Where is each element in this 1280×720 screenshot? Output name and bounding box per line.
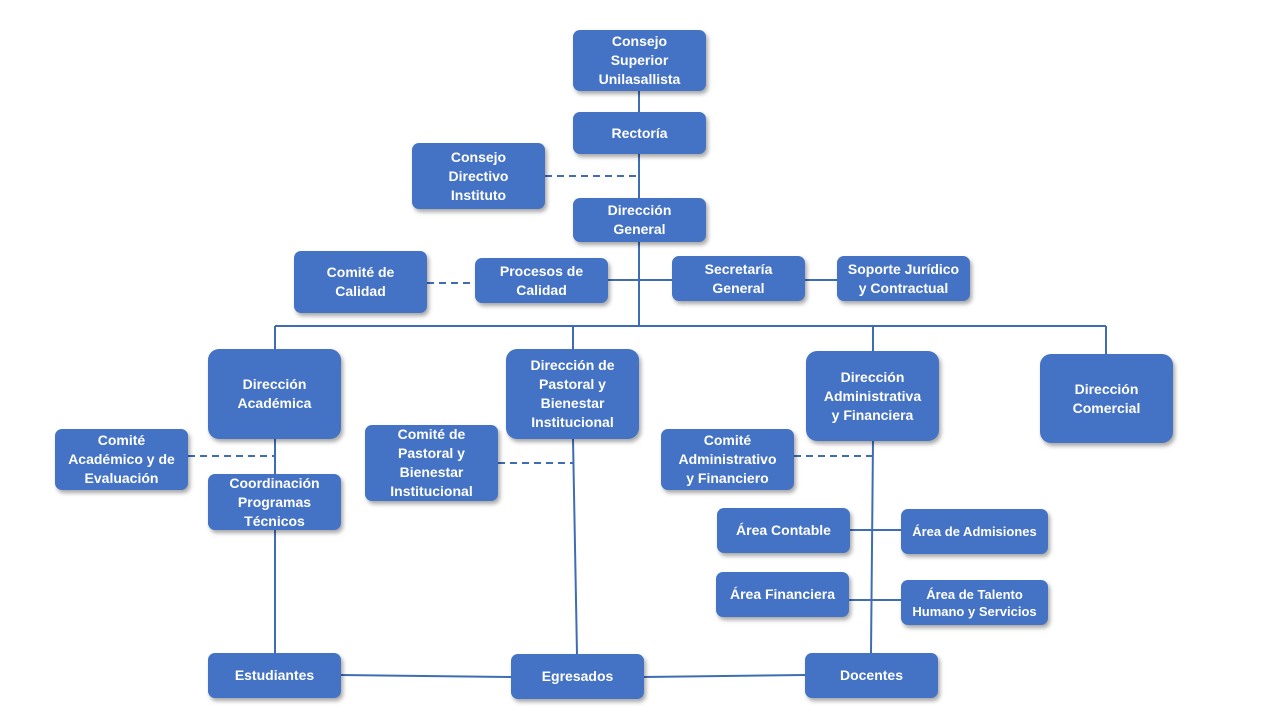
- node-label: Área Contable: [736, 522, 831, 538]
- node-area-contable: Área Contable: [717, 508, 850, 553]
- node-label: Comité Administrativo y Financiero: [678, 432, 777, 486]
- node-label: Rectoría: [611, 124, 668, 141]
- node-direccion-administrativa: Dirección Administrativa y Financiera: [806, 351, 939, 441]
- node-label: Estudiantes: [234, 667, 315, 683]
- node-area-financiera: Área Financiera: [716, 572, 849, 617]
- node-label: Coordinación Programas Técnicos: [229, 474, 320, 529]
- node-label: Dirección Administrativa y Financiera: [823, 368, 922, 423]
- node-comite-academico: Comité Académico y de Evaluación: [55, 429, 188, 490]
- node-label: Dirección de Pastoral y Bienestar Instit…: [530, 357, 615, 430]
- node-direccion-pastoral: Dirección de Pastoral y Bienestar Instit…: [506, 349, 639, 439]
- node-secretaria-general: Secretaría General: [672, 256, 805, 301]
- line-estudiantes-egresados: [340, 674, 512, 678]
- node-comite-administrativo: Comité Administrativo y Financiero: [661, 429, 794, 490]
- node-label: Dirección Académica: [237, 376, 312, 411]
- line-administrativa-docentes: [870, 440, 874, 654]
- node-soporte-juridico: Soporte Jurídico y Contractual: [837, 256, 970, 301]
- line-egresados-docentes: [643, 674, 806, 678]
- line-pastoral-egresados: [572, 438, 578, 655]
- node-consejo-directivo: Consejo Directivo Instituto: [412, 143, 545, 209]
- node-label: Comité de Calidad: [326, 264, 395, 299]
- node-procesos-calidad: Procesos de Calidad: [475, 258, 608, 303]
- node-label: Procesos de Calidad: [499, 262, 584, 298]
- node-direccion-academica: Dirección Académica: [208, 349, 341, 439]
- node-label: Área de Admisiones: [912, 524, 1037, 539]
- node-direccion-general: Dirección General: [573, 198, 706, 242]
- node-egresados: Egresados: [511, 654, 644, 699]
- node-label: Consejo Directivo Instituto: [448, 148, 509, 203]
- node-rectoria: Rectoría: [573, 112, 706, 154]
- node-label: Secretaría General: [704, 260, 773, 296]
- node-label: Consejo Superior Unilasallista: [598, 33, 681, 87]
- node-direccion-comercial: Dirección Comercial: [1040, 354, 1173, 443]
- node-area-admisiones: Área de Admisiones: [901, 509, 1048, 554]
- node-comite-pastoral: Comité de Pastoral y Bienestar Instituci…: [365, 425, 498, 501]
- node-coordinacion-programas: Coordinación Programas Técnicos: [208, 474, 341, 530]
- node-area-talento: Área de Talento Humano y Servicios: [901, 580, 1048, 625]
- node-label: Dirección Comercial: [1072, 380, 1141, 416]
- node-label: Área de Talento Humano y Servicios: [912, 586, 1037, 619]
- node-label: Soporte Jurídico y Contractual: [847, 260, 960, 296]
- node-docentes: Docentes: [805, 653, 938, 698]
- node-label: Área Financiera: [729, 586, 836, 602]
- node-comite-calidad: Comité de Calidad: [294, 251, 427, 313]
- node-label: Egresados: [541, 668, 614, 684]
- node-label: Docentes: [839, 667, 904, 683]
- node-label: Dirección General: [607, 202, 672, 237]
- node-label: Comité Académico y de Evaluación: [68, 432, 175, 486]
- node-label: Comité de Pastoral y Bienestar Instituci…: [390, 426, 473, 499]
- node-estudiantes: Estudiantes: [208, 653, 341, 698]
- node-consejo-superior: Consejo Superior Unilasallista: [573, 30, 706, 91]
